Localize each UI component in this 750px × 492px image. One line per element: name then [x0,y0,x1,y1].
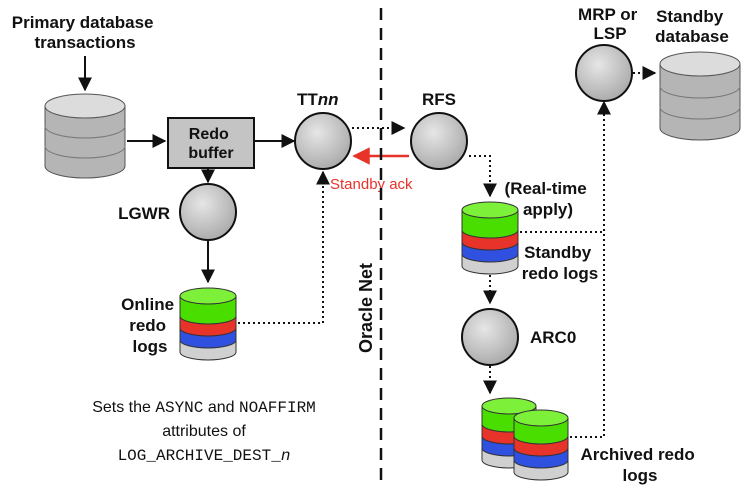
rfs-node [410,112,468,170]
svg-text:Sets the ASYNC and NOAFFIRM: Sets the ASYNC and NOAFFIRM [92,399,316,417]
archived-redo-logs-label: Archived redo logs [580,445,699,485]
ttnn-node [294,112,352,170]
standby-redo-logs-label: Standby redo logs [522,243,599,283]
arc0-label: ARC0 [530,328,576,347]
svg-text:LOG_ARCHIVE_DEST_n: LOG_ARCHIVE_DEST_n [118,447,291,465]
primary-database-icon [44,93,126,179]
primary-transactions-label: Primary database transactions [12,13,158,52]
arc0-node [461,308,519,366]
realtime-apply-label: (Real-time apply) [505,179,592,219]
svg-text:Redo buffer: Redo buffer [188,126,233,162]
archived-to-mrp-dotted [570,100,611,438]
online-to-ttnn-dotted [238,170,330,324]
standby-database-icon [659,51,741,141]
standby-redo-logs-icon [461,201,519,275]
attributes-caption: Sets the ASYNC and NOAFFIRM attributes o… [92,399,316,465]
redo-buffer-box: Redo buffer [167,117,255,169]
standby-ack-label: Standby ack [330,176,413,193]
svg-text:attributes of: attributes of [162,423,246,440]
rfs-label: RFS [422,90,456,109]
archived-redo-logs-icon [481,397,569,481]
ttnn-label: TTnn [297,90,339,109]
online-redo-logs-label: Online redo logs [121,295,179,356]
rfs-to-standby-logs-dotted [469,155,497,198]
lgwr-label: LGWR [118,204,170,223]
mrp-lsp-label: MRP or LSP [578,5,642,43]
mrp-lsp-node [575,44,633,102]
lgwr-node [179,183,237,241]
online-redo-logs-icon [179,287,237,361]
standby-database-label: Standby database [655,7,729,46]
oracle-net-label: Oracle Net [356,263,376,353]
